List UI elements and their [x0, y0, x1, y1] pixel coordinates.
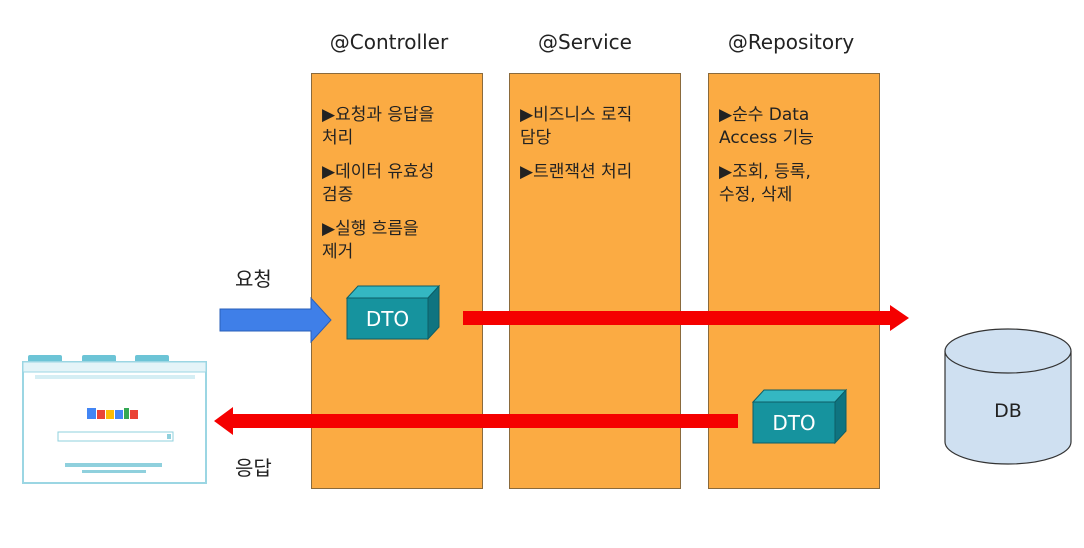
controller-title: @Controller — [329, 30, 449, 54]
dto-cube-bottom: DTO — [751, 388, 848, 445]
forward-arrow — [463, 305, 909, 331]
service-bullet-2: ▶트랜잭션 처리 — [520, 162, 633, 182]
response-arrow — [214, 407, 738, 435]
repository-bullet-1: ▶순수 Data Access 기능 — [719, 105, 814, 148]
controller-bullet-1: ▶요청과 응답을 처리 — [322, 105, 435, 148]
service-bullet-1: ▶비즈니스 로직 담당 — [520, 105, 633, 148]
repository-title: @Repository — [727, 30, 855, 54]
dto-bottom-label: DTO — [772, 411, 815, 435]
dto-cube-top: DTO — [345, 284, 441, 341]
database-cylinder: DB — [944, 328, 1072, 465]
controller-bullet-2: ▶데이터 유효성 검증 — [322, 162, 435, 205]
dto-top-label: DTO — [366, 307, 409, 331]
controller-bullet-3: ▶실행 흐름을 제거 — [322, 219, 419, 262]
browser-icon — [22, 355, 207, 484]
request-arrow — [219, 296, 332, 344]
service-title: @Service — [538, 30, 632, 54]
db-label: DB — [994, 400, 1022, 422]
repository-bullet-2: ▶조회, 등록, 수정, 삭제 — [719, 162, 811, 205]
response-label: 응답 — [235, 456, 272, 480]
google-logo — [87, 408, 138, 419]
request-label: 요청 — [235, 267, 272, 291]
